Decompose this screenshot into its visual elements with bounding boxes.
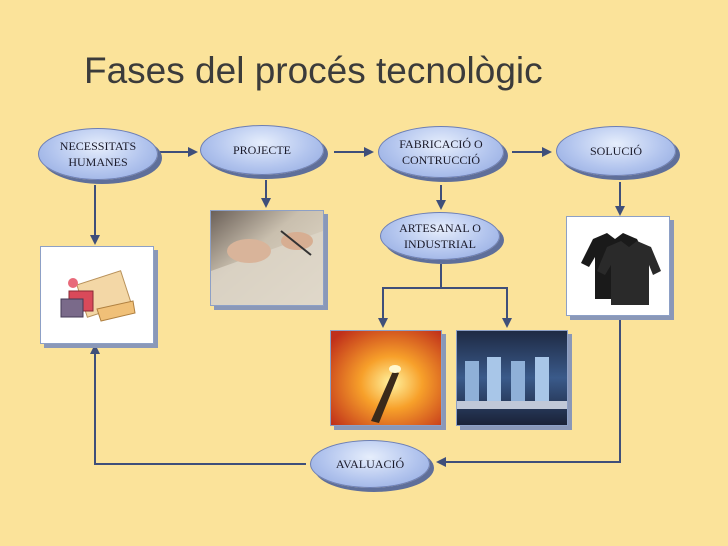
node-artesanal-industrial: ARTESANAL O INDUSTRIAL: [380, 212, 500, 260]
node-solucio: SOLUCIÓ: [556, 126, 676, 176]
industrial-machinery-photo: [456, 330, 568, 426]
node-fabricacio: FABRICACIÓ O CONTRUCCIÓ: [378, 126, 504, 178]
hand-drawing-plans-photo: [210, 210, 324, 306]
arrow-artesanal-to-craft: [378, 264, 442, 328]
arrow-avaluacio-to-necessitats: [90, 344, 306, 465]
arrow-artesanal-to-industrial: [441, 287, 512, 328]
slide-title: Fases del procés tecnològic: [84, 50, 543, 91]
arrow-solucio-to-avaluacio: [436, 318, 621, 467]
node-projecte: PROJECTE: [200, 125, 324, 175]
node-avaluacio: AVALUACIÓ: [310, 440, 430, 488]
artisan-flame-tool-photo: [330, 330, 442, 426]
black-sweaters-photo: [566, 216, 670, 316]
gift-objects-clipart: [40, 246, 154, 344]
node-necessitats-humanes: NECESSITATS HUMANES: [38, 128, 158, 180]
